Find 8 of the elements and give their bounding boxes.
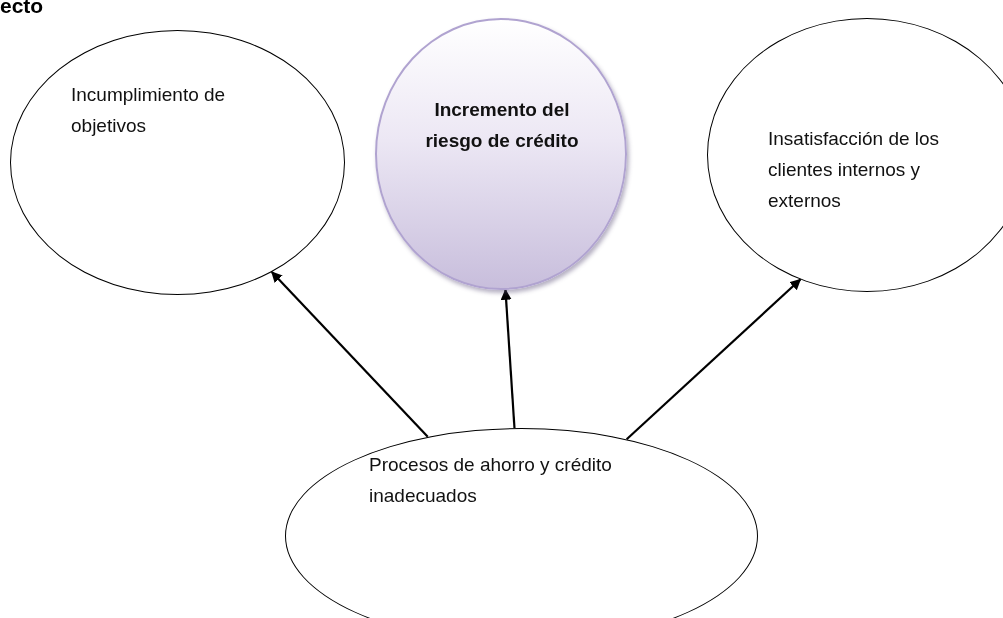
node-text: Incumplimiento de objetivos	[71, 83, 227, 138]
title: ecto	[0, 0, 44, 18]
node-text: Insatisfacción de los clientes internos y externos	[768, 127, 941, 213]
arrow	[625, 278, 802, 441]
node-text: Incremento del riesgo de crédito	[424, 98, 580, 153]
arrow	[271, 271, 429, 438]
node-text: Procesos de ahorro y crédito inadecuados	[369, 453, 613, 508]
arrow	[500, 288, 516, 429]
